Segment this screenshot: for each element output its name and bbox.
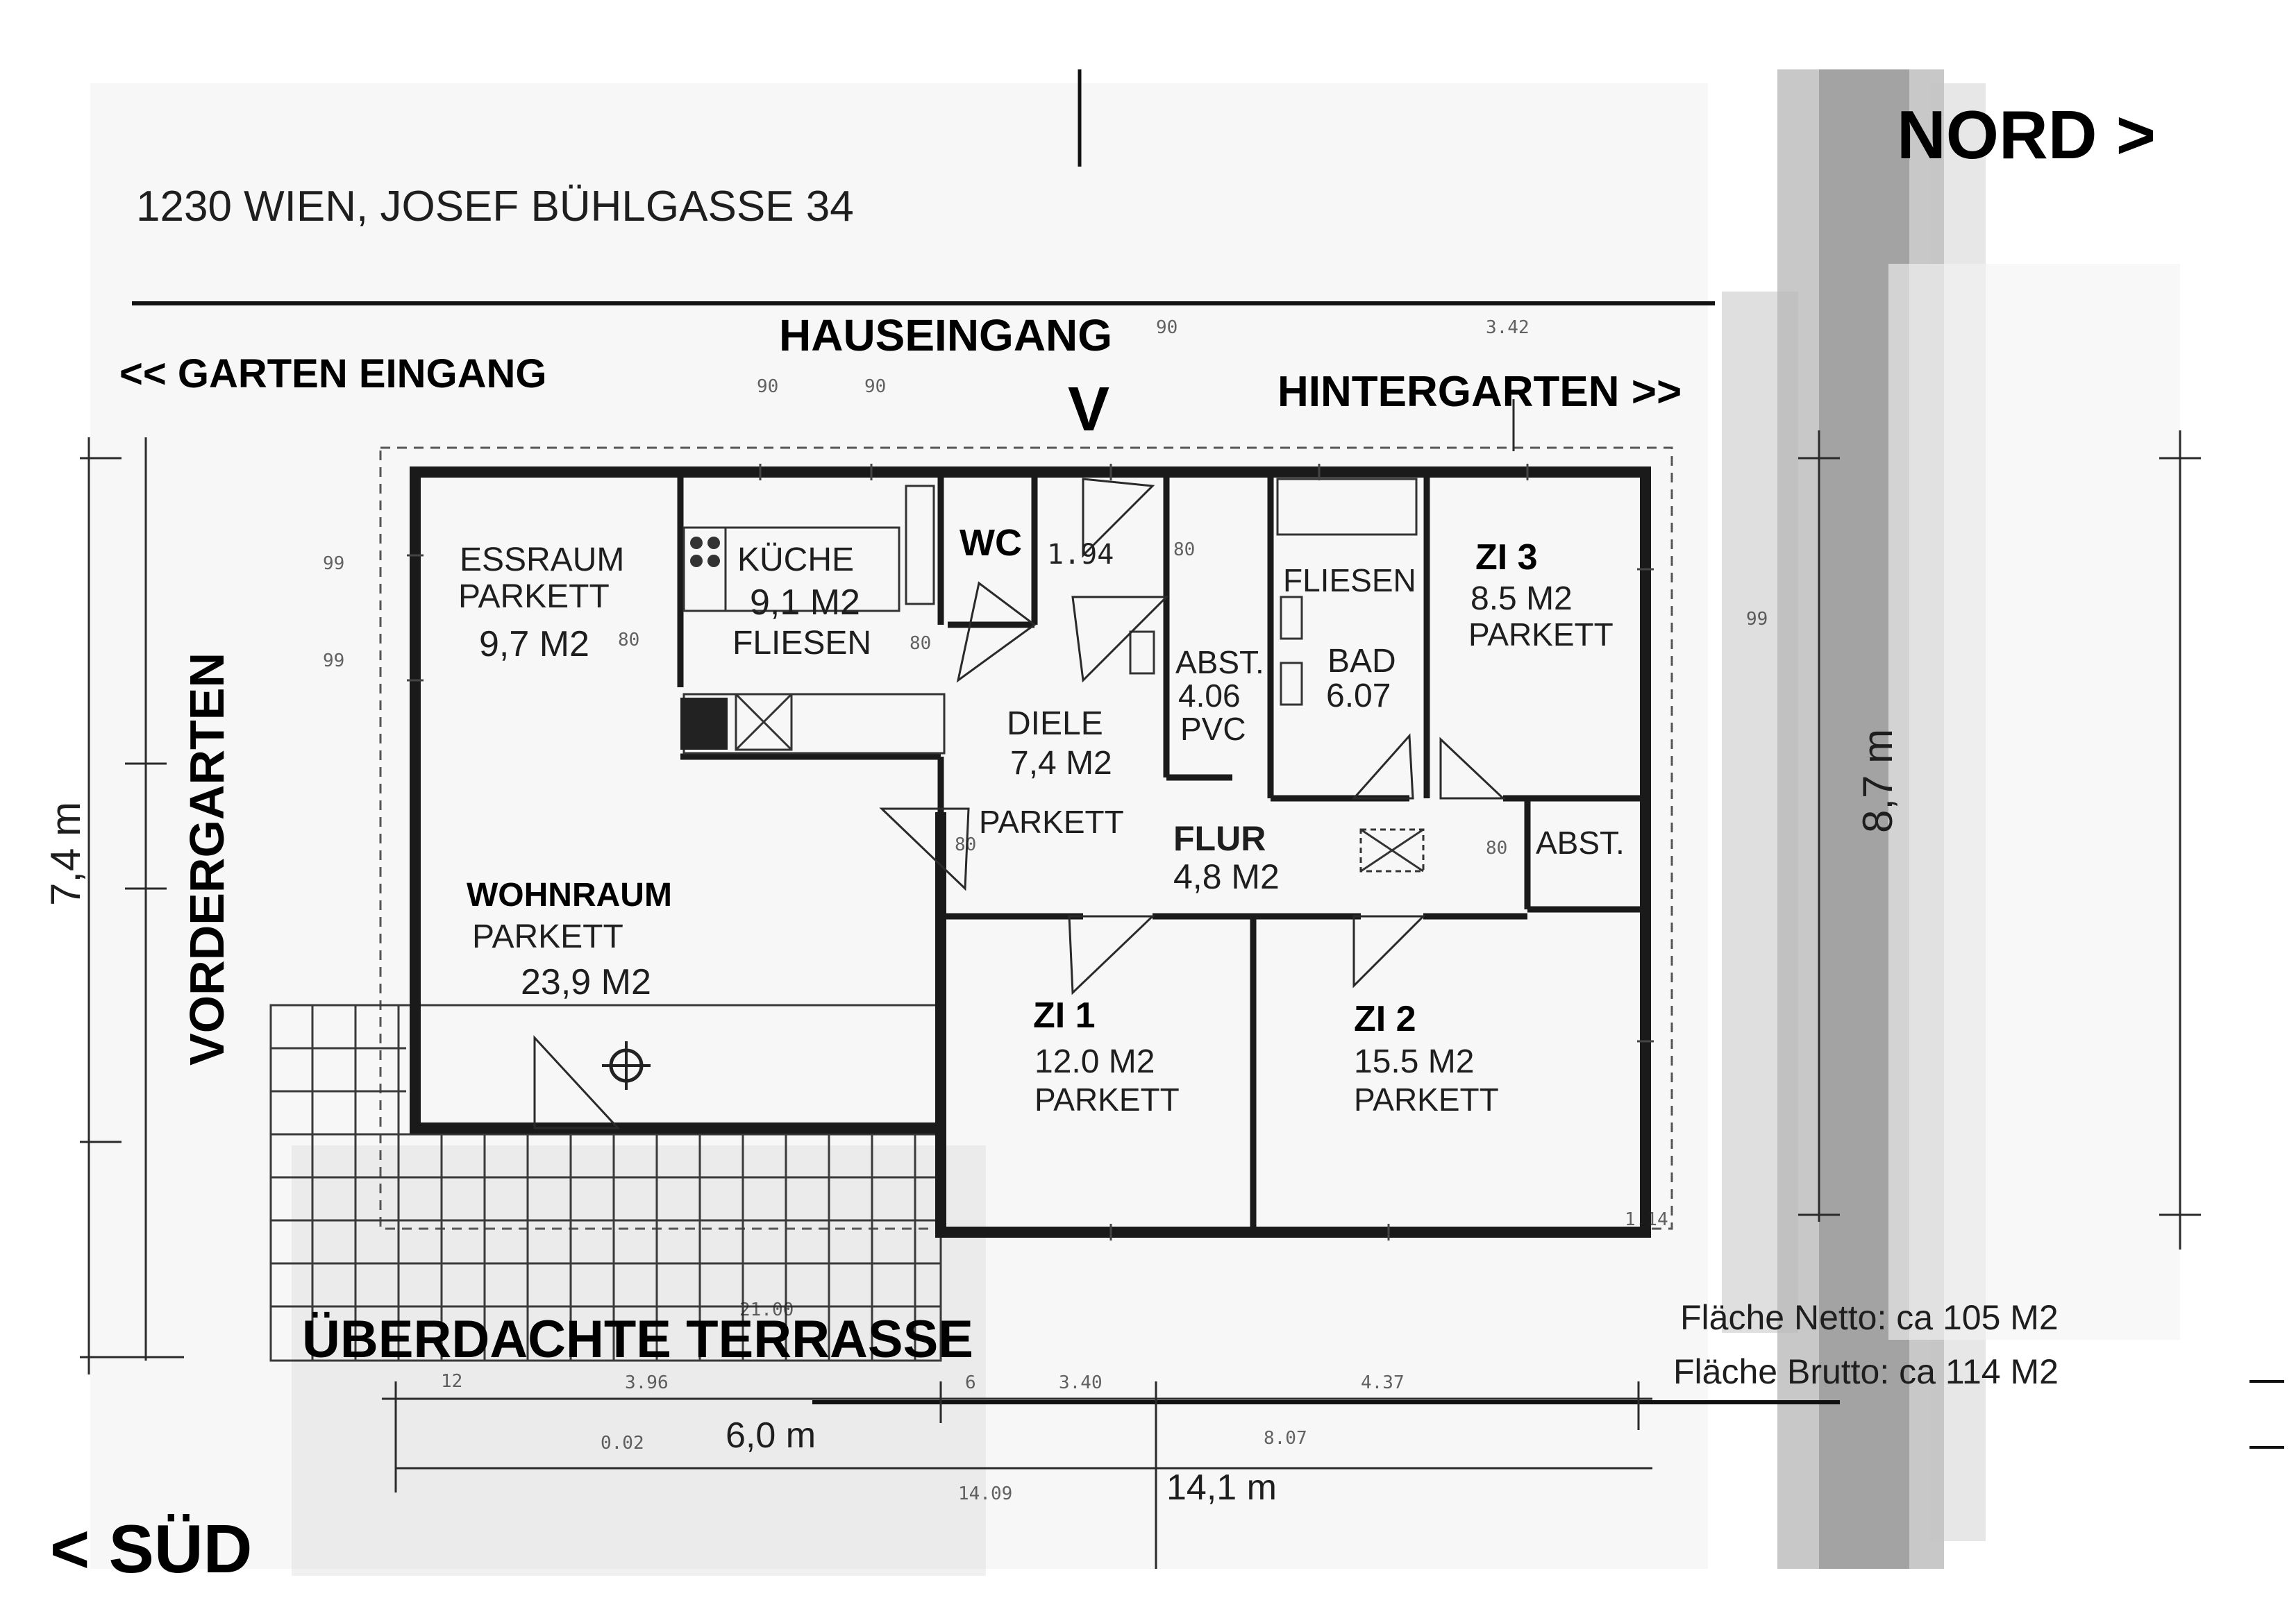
room-abst1-area: 4.06 — [1178, 678, 1241, 714]
svg-text:80: 80 — [1486, 838, 1507, 859]
dim-right-height: 8,7 m — [1854, 729, 1901, 833]
room-zi2-name: ZI 2 — [1354, 999, 1416, 1039]
room-diele-area: 7,4 M2 — [1010, 745, 1112, 782]
garden-entrance-label: << GARTEN EINGANG — [119, 351, 547, 396]
room-zi1-name: ZI 1 — [1033, 995, 1096, 1036]
wohnraum-symbol — [602, 1041, 651, 1090]
room-abst1-name: ABST. — [1175, 644, 1264, 680]
room-wohnraum-floor: PARKETT — [472, 918, 623, 955]
room-wohnraum-area: 23,9 M2 — [521, 962, 651, 1002]
svg-text:80: 80 — [955, 834, 976, 855]
entrance-marker: V — [1068, 375, 1109, 444]
svg-text:3.96: 3.96 — [625, 1372, 669, 1393]
compass-south: < SÜD — [50, 1511, 252, 1587]
sanitary-fixtures — [905, 478, 1418, 706]
compass-north: NORD > — [1897, 96, 2156, 173]
room-diele-name: DIELE — [1007, 705, 1103, 742]
terrace-label: ÜBERDACHTE TERRASSE — [302, 1310, 973, 1369]
hand-notes: 90 90 90 3.42 99 99 80 80 80 80 80 99 1.… — [323, 317, 1768, 1504]
room-flur-name: FLUR — [1173, 819, 1266, 858]
address: 1230 WIEN, JOSEF BÜHLGASSE 34 — [136, 183, 854, 230]
svg-text:6: 6 — [965, 1372, 976, 1393]
room-bad-name: BAD — [1327, 643, 1396, 680]
svg-text:12: 12 — [441, 1371, 462, 1392]
room-abst1-floor: PVC — [1180, 711, 1246, 747]
back-garden-label: HINTERGARTEN >> — [1277, 368, 1682, 416]
svg-text:99: 99 — [323, 553, 344, 574]
svg-text:80: 80 — [910, 633, 931, 654]
area-netto: Fläche Netto: ca 105 M2 — [1680, 1298, 2059, 1337]
terrace-grid — [269, 1004, 942, 1362]
svg-text:4.37: 4.37 — [1361, 1372, 1405, 1393]
svg-text:90: 90 — [757, 376, 778, 397]
outer-walls — [410, 466, 1651, 1238]
svg-text:1.14: 1.14 — [1625, 1209, 1668, 1230]
room-essraum-area: 9,7 M2 — [479, 624, 589, 664]
room-kueche-name: KÜCHE — [737, 541, 854, 578]
flur-marker — [1359, 828, 1425, 873]
room-zi2-area: 15.5 M2 — [1354, 1043, 1474, 1080]
room-zi3-floor: PARKETT — [1468, 616, 1614, 653]
svg-text:3.40: 3.40 — [1059, 1372, 1103, 1393]
svg-text:90: 90 — [1156, 317, 1178, 338]
window-ticks — [407, 464, 1654, 1241]
dim-left-height: 7,4 m — [42, 802, 89, 906]
svg-text:8.07: 8.07 — [1264, 1428, 1307, 1449]
room-kueche-area: 9,1 M2 — [750, 582, 860, 623]
room-flur-area: 4,8 M2 — [1173, 857, 1280, 896]
svg-text:80: 80 — [1173, 539, 1195, 560]
svg-text:90: 90 — [864, 376, 886, 397]
svg-text:14.09: 14.09 — [958, 1483, 1012, 1504]
door-swings — [533, 478, 1506, 1129]
dimension-lines — [80, 399, 2201, 1569]
area-brutto: Fläche Brutto: ca 114 M2 — [1673, 1352, 2059, 1391]
room-kueche-floor: FLIESEN — [732, 625, 871, 662]
room-wc-name: WC — [960, 522, 1022, 564]
room-zi1-floor: PARKETT — [1034, 1082, 1180, 1118]
svg-text:0.02: 0.02 — [601, 1433, 644, 1454]
svg-text:99: 99 — [323, 650, 344, 671]
room-wc-area: 1.94 — [1047, 539, 1114, 571]
room-zi3-name: ZI 3 — [1475, 537, 1538, 578]
room-zi3-area: 8.5 M2 — [1470, 580, 1573, 617]
dim-total-width: 14,1 m — [1166, 1468, 1277, 1508]
room-abst2-name: ABST. — [1536, 825, 1625, 861]
svg-text:80: 80 — [618, 630, 639, 650]
dim-terrace-width: 6,0 m — [726, 1415, 816, 1456]
room-diele-floor: PARKETT — [979, 804, 1124, 840]
room-essraum-floor: PARKETT — [458, 578, 610, 615]
room-zi2-floor: PARKETT — [1354, 1082, 1499, 1118]
svg-text:21.00: 21.00 — [739, 1300, 794, 1320]
front-garden-label: VORDERGARTEN — [180, 653, 234, 1066]
room-bad-floor: FLIESEN — [1283, 562, 1416, 598]
entrance-label: HAUSEINGANG — [779, 310, 1112, 360]
room-zi1-area: 12.0 M2 — [1034, 1043, 1155, 1080]
room-essraum-name: ESSRAUM — [460, 541, 624, 578]
svg-text:99: 99 — [1746, 609, 1768, 630]
room-wohnraum-name: WOHNRAUM — [467, 877, 672, 914]
kitchen-fixtures — [680, 526, 946, 755]
room-bad-area: 6.07 — [1326, 678, 1391, 714]
svg-text:3.42: 3.42 — [1486, 317, 1530, 338]
interior-walls — [677, 472, 1645, 1232]
